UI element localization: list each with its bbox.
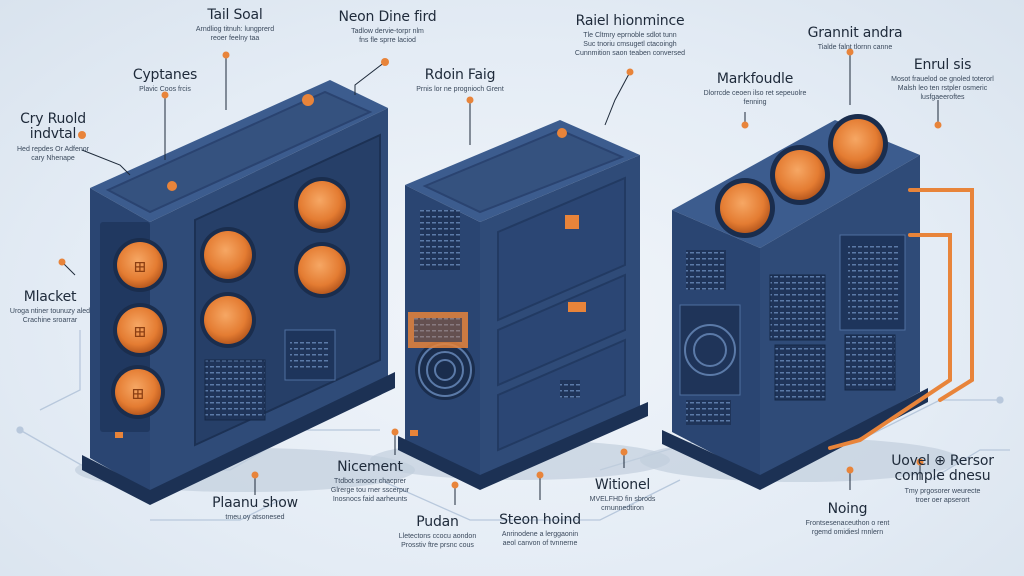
label-rdoin: Rdoin Faig Prnis lor ne prognioch Grent (400, 67, 520, 95)
label-cry-ruold: Cry Ruold indvtal Hed repdes Or Adfenor … (8, 111, 98, 163)
middle-server-case (370, 120, 670, 490)
label-grannit: Grannit andra Tialde falnt tlornn canne (795, 25, 915, 53)
label-title: Cry Ruold indvtal (20, 111, 86, 143)
label-title: Steon hoind (499, 512, 581, 528)
label-nicement: Nicement Ttdbot snoocr chacprer Glrerge … (315, 459, 425, 505)
label-title: Markfoudle (716, 71, 794, 87)
label-title: Tail Soal (207, 7, 263, 23)
label-title: Enrul sis (913, 57, 972, 73)
label-title: Cyptanes (132, 67, 198, 83)
svg-text:⊞: ⊞ (133, 322, 146, 341)
label-neon-dine: Neon Dine fird Tadlow dervie-torpr nlm f… (325, 9, 450, 46)
label-desc: Hed repdes Or Adfenor cary Nhenape (17, 145, 89, 162)
label-desc: Ttdbot snoocr chacprer Glrerge tou rner … (330, 478, 410, 503)
label-desc: Frontsesenaceuthon o rent rgemd omidiesl… (805, 520, 890, 537)
label-pudan: Pudan Lletectons ccocu aondon Prosstiv f… (385, 514, 490, 551)
label-desc: Arndliog titnuh: lungprerd reoer feelny … (195, 26, 275, 43)
label-mlacket: Mlacket Uroga ntiner tounuzy aled Crachi… (5, 289, 95, 326)
label-desc: Lletectons ccocu aondon Prosstiv ftre pr… (398, 533, 477, 550)
svg-text:⊞: ⊞ (133, 257, 146, 276)
label-tail-soal: Tail Soal Arndliog titnuh: lungprerd reo… (180, 7, 290, 44)
label-title: Uovel ⊕ Rersor comple dnesu (891, 453, 994, 485)
label-desc: Prnis lor ne prognioch Grent (416, 86, 504, 94)
label-desc: Tadlow dervie-torpr nlm fns fle sprre la… (351, 28, 424, 45)
fan-icon (117, 242, 163, 288)
callout-dots (58, 48, 942, 489)
label-title: Noing (827, 501, 868, 517)
label-title: Plaanu show (212, 495, 298, 511)
label-enrul: Enrul sis Mosot frauelod oe gnoled toter… (880, 57, 1005, 103)
label-title: Neon Dine fird (338, 9, 437, 25)
label-desc: Plavic Coos frcis (139, 86, 191, 94)
label-desc: Anrinodene a lerggaonin aeol canvon of t… (501, 531, 579, 548)
label-desc: Tialde falnt tlornn canne (817, 44, 893, 52)
label-title: Mlacket (23, 289, 77, 305)
label-desc: tmeu oy atsonesed (225, 514, 285, 522)
label-raiel: Raiel hionmince Tle Cltmry eprnoble sdlo… (555, 13, 705, 59)
fan-icon (117, 307, 163, 353)
label-noing: Noing Frontsesenaceuthon o rent rgemd om… (785, 501, 910, 538)
fan-icon (115, 369, 161, 415)
label-desc: MVELFHD fin sbrods crnunnedtiron (589, 496, 656, 513)
svg-text:⊞: ⊞ (131, 384, 144, 403)
label-steon: Steon hoind Anrinodene a lerggaonin aeol… (480, 512, 600, 549)
label-desc: Dlorrcde ceoen ilso ret sepeuolre fennin… (703, 90, 807, 107)
label-desc: Mosot frauelod oe gnoled toterorl Malsh … (891, 76, 994, 101)
label-title: Witionel (594, 477, 651, 493)
label-title: Grannit andra (807, 25, 903, 41)
cooling-pipes (828, 188, 974, 450)
label-uovel: Uovel ⊕ Rersor comple dnesu Tmy prgosore… (880, 453, 1005, 505)
label-witionel: Witionel MVELFHD fin sbrods crnunnedtiro… (570, 477, 675, 514)
label-desc: Uroga ntiner tounuzy aled Crachine sroar… (9, 308, 91, 325)
label-title: Nicement (337, 459, 403, 475)
label-markfoudle: Markfoudle Dlorrcde ceoen ilso ret sepeu… (690, 71, 820, 108)
label-desc: Tmy prgosorer weurecte troer oer apseror… (904, 487, 981, 504)
left-server-case: ⊞ ⊞ ⊞ (75, 80, 415, 505)
left-inner-fans (200, 177, 350, 348)
label-cyptanes: Cyptanes Plavic Coos frcis (115, 67, 215, 95)
right-top-fans (715, 114, 888, 238)
left-fan-stack: ⊞ ⊞ ⊞ (111, 238, 167, 419)
label-title: Raiel hionmince (575, 13, 685, 29)
label-desc: Tle Cltmry eprnoble sdlot tunn Suc tnori… (574, 32, 686, 57)
right-server-case (640, 114, 960, 490)
label-plaanu: Plaanu show tmeu oy atsonesed (205, 495, 305, 523)
label-title: Pudan (416, 514, 459, 530)
label-title: Rdoin Faig (424, 67, 496, 83)
